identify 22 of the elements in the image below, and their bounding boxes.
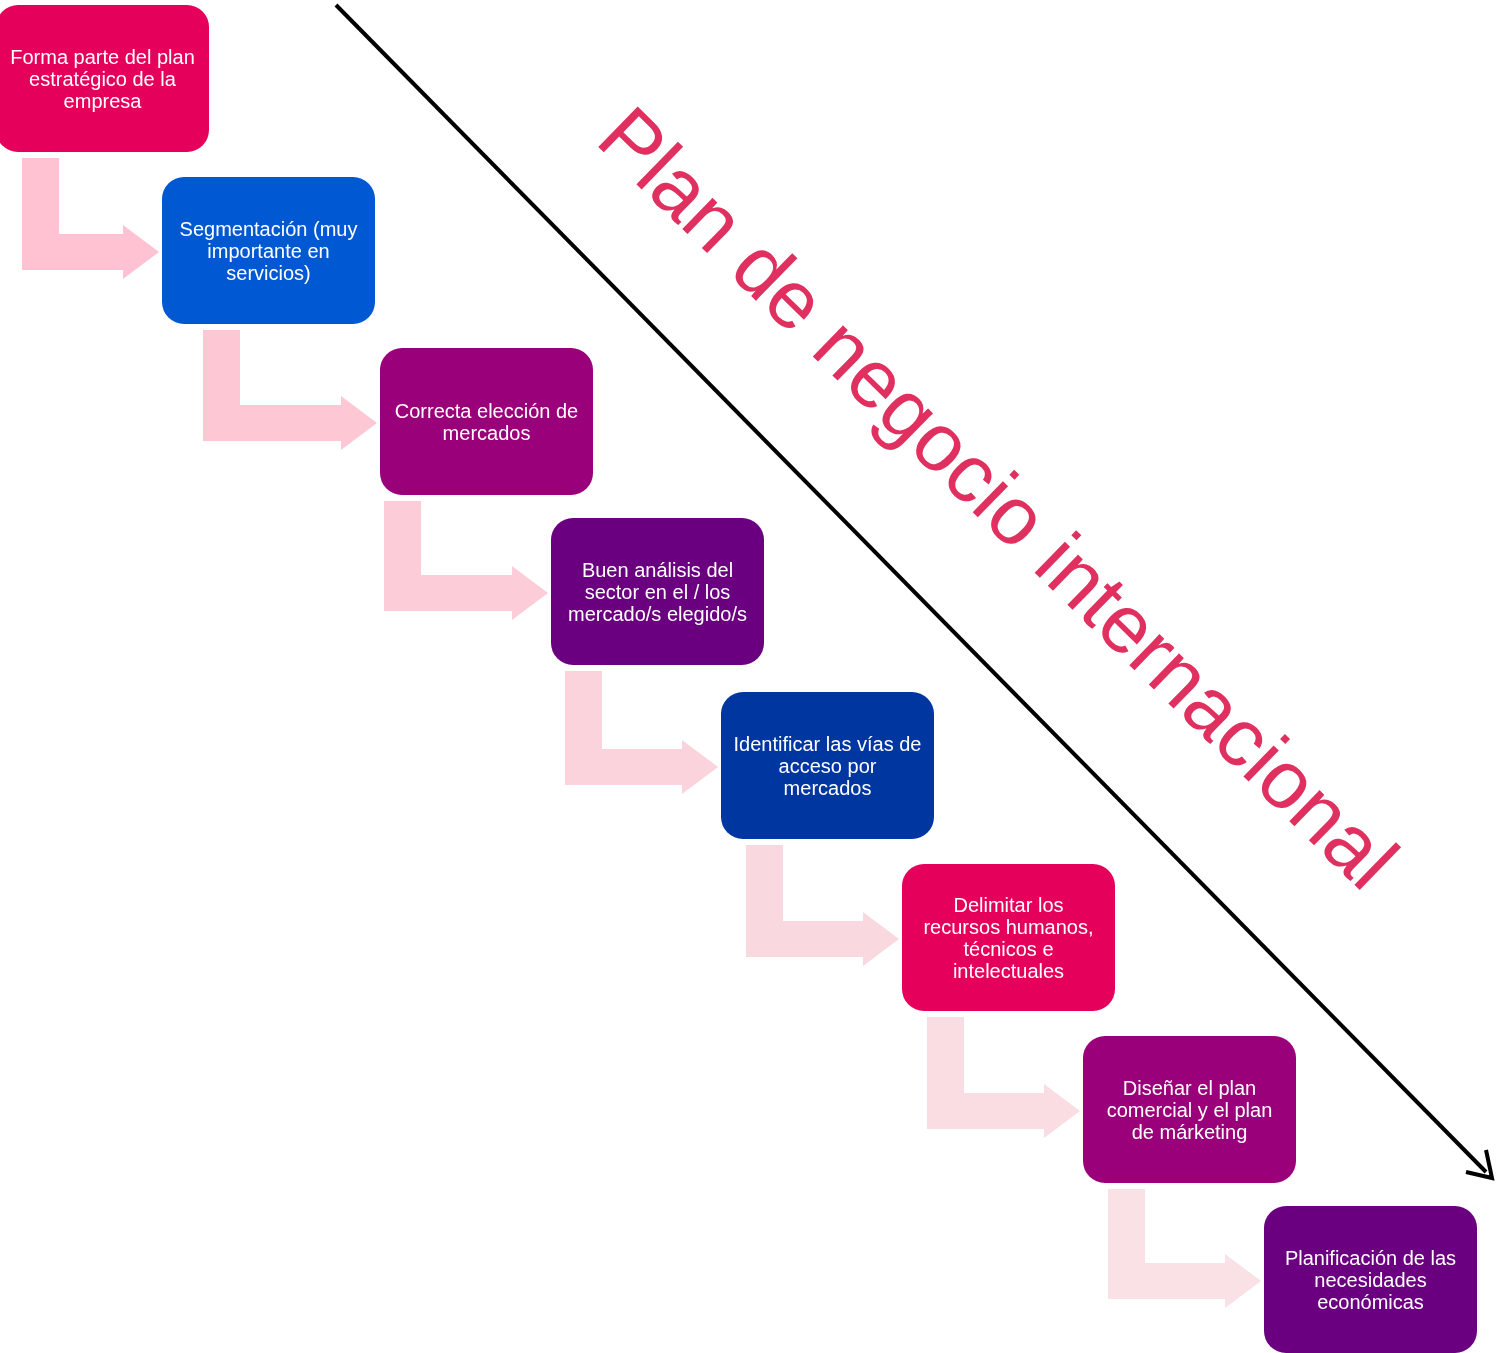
step-text: Diseñar el plan comercial y el plan de márketing xyxy=(1105,1076,1274,1143)
step-text: Planificación de las necesidades económicas xyxy=(1283,1246,1458,1313)
bent-arrow xyxy=(746,845,899,966)
bent-arrow xyxy=(203,330,377,450)
bent-arrow xyxy=(1108,1189,1261,1308)
step-text: Delimitar los recursos humanos, técnicos e intelectuales xyxy=(922,893,1095,982)
process-box xyxy=(162,177,375,324)
bent-arrow xyxy=(565,671,718,794)
process-box xyxy=(1083,1036,1296,1183)
process-box xyxy=(1264,1206,1477,1353)
step-text: Segmentación (muy importante en servicios) xyxy=(178,217,359,284)
step-text: Buen análisis del sector en el / los mercado/s elegido/s xyxy=(567,558,748,625)
bent-arrow xyxy=(22,158,159,279)
step-text: Identificar las vías de acceso por mercados xyxy=(733,732,922,799)
process-box xyxy=(0,5,209,152)
step-text: Forma parte del plan estratégico de la empresa xyxy=(9,45,196,112)
process-box xyxy=(721,692,934,839)
step-text: Correcta elección de mercados xyxy=(393,399,580,444)
process-box xyxy=(551,518,764,665)
bent-arrow xyxy=(384,501,548,620)
process-box xyxy=(380,348,593,495)
bent-arrow xyxy=(927,1017,1080,1138)
